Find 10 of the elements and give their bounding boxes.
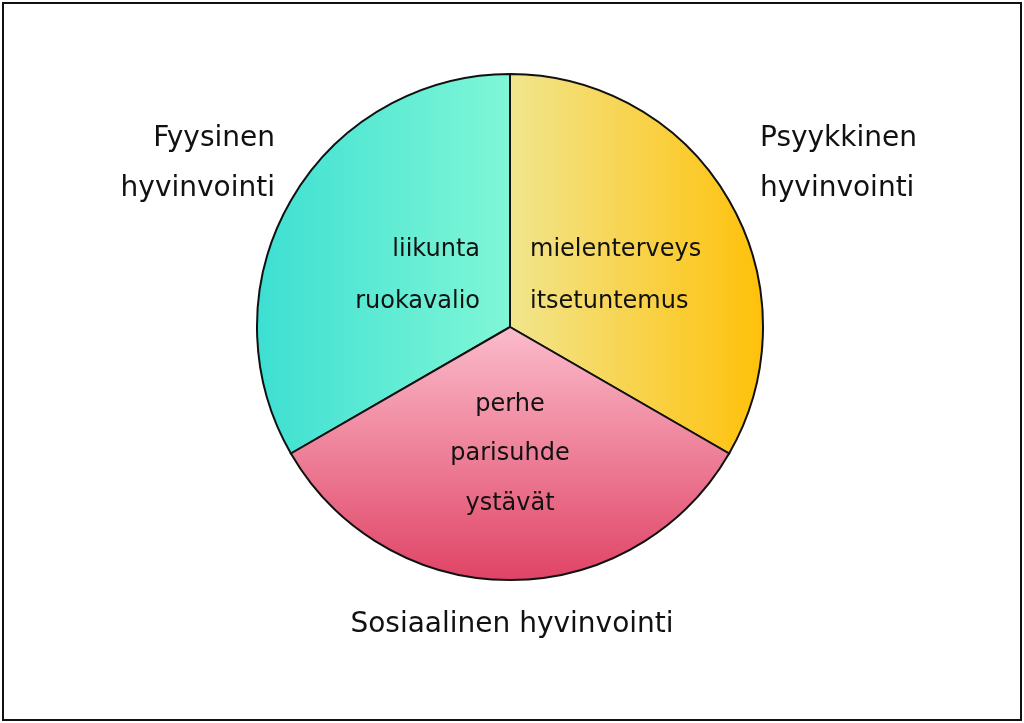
sector-item: parisuhde bbox=[449, 437, 571, 468]
sector-heading: Fyysinen hyvinvointi bbox=[119, 119, 275, 206]
sector-item: ystävät bbox=[464, 487, 556, 518]
sector-item: perhe bbox=[474, 388, 546, 419]
sector-item: liikunta bbox=[391, 233, 480, 264]
sector-heading: Psyykkinen hyvinvointi bbox=[760, 119, 919, 206]
sector-item: ruokavalio bbox=[354, 285, 480, 316]
sector-item: mielenterveys bbox=[530, 233, 703, 264]
sector-heading: Sosiaalinen hyvinvointi bbox=[349, 605, 675, 641]
sector-item: itsetuntemus bbox=[530, 285, 690, 316]
